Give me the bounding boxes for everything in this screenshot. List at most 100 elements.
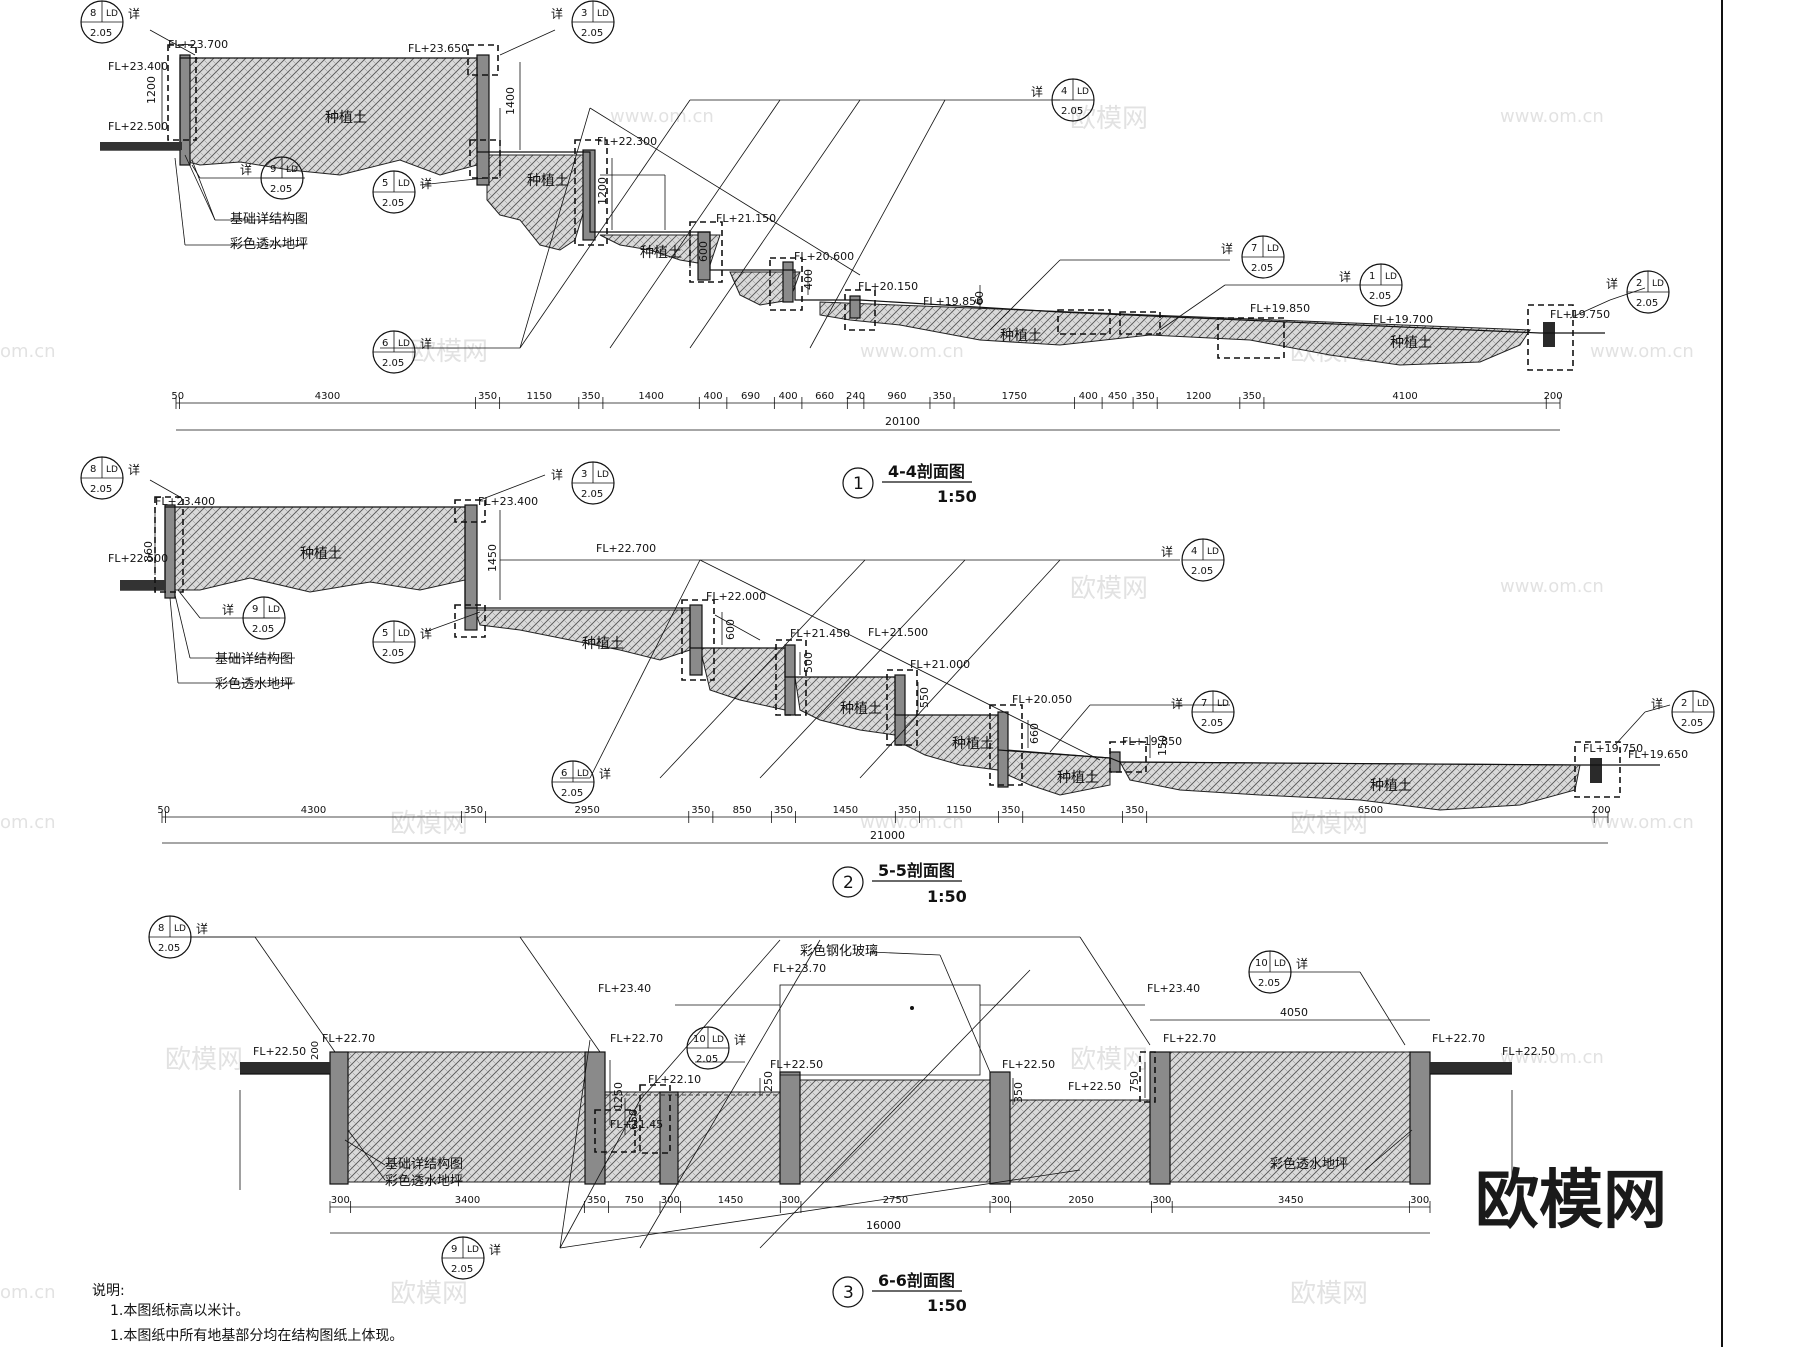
watermark-url: www.om.cn (610, 106, 714, 127)
detail-box (454, 604, 486, 638)
wall-column (1409, 1051, 1431, 1185)
dim-segment-label: 2050 (1068, 1195, 1093, 1206)
dim-vertical: 500 (802, 652, 815, 673)
dim-segment-label: 4300 (301, 805, 326, 816)
detail-box (775, 639, 807, 716)
elevation: FL+19.650 (1628, 748, 1688, 761)
detail-box (989, 704, 1023, 786)
section-number: 2 (843, 873, 854, 893)
svg-text:详: 详 (1221, 241, 1233, 256)
detail-box (639, 1084, 671, 1154)
dim-segment-label: 2950 (574, 805, 599, 816)
elevation: FL+22.70 (610, 1032, 663, 1045)
dim-vertical: 600 (697, 241, 710, 262)
dim-segment-label: 350 (581, 391, 600, 402)
svg-text:LD: LD (398, 179, 410, 189)
dim-vertical: 60 (973, 291, 986, 305)
svg-text:4: 4 (1191, 546, 1197, 557)
elevation-marks: FL+22.50 FL+22.70 FL+23.40 FL+22.70 FL+2… (253, 962, 1555, 1131)
section-scale: 1:50 (927, 1296, 967, 1315)
detail-box (1139, 1051, 1156, 1103)
dim-segment-label: 350 (464, 805, 483, 816)
watermark-url: om.cn (0, 812, 56, 833)
svg-text:8: 8 (158, 923, 164, 934)
elevation: FL+21.45 (610, 1118, 663, 1131)
detail-box (1527, 304, 1574, 371)
soil-label: 种植土 (1370, 778, 1412, 794)
elevation: FL+22.50 (1068, 1080, 1121, 1093)
paving-label: 彩色透水地坪 (215, 676, 293, 692)
svg-text:详: 详 (128, 462, 140, 477)
elevation: FL+23.650 (408, 42, 468, 55)
elevation: FL+19.850 (1250, 302, 1310, 315)
elevation: FL+19.750 (1550, 308, 1610, 321)
soil-label: 种植土 (527, 173, 569, 189)
svg-text:2.05: 2.05 (451, 1264, 473, 1275)
notes-block: 说明: 1.本图纸标高以米计。 1.本图纸中所有地基部分均在结构图纸上体现。 (92, 1283, 403, 1344)
wall-column (329, 1051, 349, 1185)
svg-text:1: 1 (1369, 271, 1375, 282)
svg-text:LD: LD (1274, 959, 1286, 969)
watermark-brand: 欧模网 (165, 1045, 243, 1075)
svg-text:2.05: 2.05 (581, 489, 603, 500)
dim-vertical: 250 (762, 1071, 775, 1092)
dim-segment-label: 350 (774, 805, 793, 816)
svg-text:详: 详 (222, 602, 234, 617)
soil-label: 种植土 (1390, 335, 1432, 351)
svg-text:详: 详 (599, 766, 611, 781)
elevation: FL+22.10 (648, 1073, 701, 1086)
detail-box (1574, 741, 1621, 798)
paving (240, 1062, 330, 1074)
wall-column (1149, 1051, 1171, 1185)
dim-segment-label: 4300 (315, 391, 340, 402)
dim-segment-label: 200 (1592, 805, 1611, 816)
section-name: 5-5剖面图 (878, 861, 955, 880)
watermark-url: www.om.cn (1500, 106, 1604, 127)
dim-segment-label: 200 (1544, 391, 1563, 402)
elevation: FL+20.050 (1012, 693, 1072, 706)
dim-segment-label: 3450 (1278, 1195, 1303, 1206)
retaining-wall (582, 149, 596, 241)
svg-text:6: 6 (561, 768, 567, 779)
glass-label: 彩色钢化玻璃 (800, 943, 878, 959)
svg-text:2.05: 2.05 (1251, 263, 1273, 274)
dim-top: 4050 (1280, 1006, 1308, 1019)
dim-segment-label: 350 (1136, 391, 1155, 402)
svg-text:LD: LD (106, 465, 118, 475)
detail-box (1119, 311, 1161, 335)
watermark-url: om.cn (0, 1282, 56, 1303)
elevation: FL+22.500 (108, 120, 168, 133)
wall-column (659, 1091, 679, 1185)
dim-total: 20100 (885, 415, 920, 428)
watermarks: 欧模网 欧模网 欧模网 欧模网 欧模网 欧模网 欧模网 欧模网 欧模网 欧模网 … (0, 104, 1694, 1309)
svg-text:LD: LD (174, 924, 186, 934)
elevation: FL+23.400 (478, 495, 538, 508)
dim-segment-label: 240 (846, 391, 865, 402)
soil-mass (699, 647, 786, 711)
svg-text:详: 详 (1161, 544, 1173, 559)
svg-text:2.05: 2.05 (1636, 298, 1658, 309)
elevation: FL+23.40 (598, 982, 651, 995)
dim-segment-label: 450 (1108, 391, 1127, 402)
notes-heading: 说明: (92, 1283, 125, 1299)
elevation: FL+21.450 (790, 627, 850, 640)
svg-text:详: 详 (1651, 696, 1663, 711)
detail-box (769, 257, 803, 311)
dim-segment-label: 350 (1001, 805, 1020, 816)
watermark-brand: 欧模网 (1070, 574, 1148, 604)
svg-text:8: 8 (90, 8, 96, 19)
svg-text:LD: LD (1267, 244, 1279, 254)
svg-text:详: 详 (734, 1032, 746, 1047)
watermark-url: www.om.cn (1590, 341, 1694, 362)
dim-vertical: 660 (1028, 723, 1041, 744)
elevation: FL+22.50 (253, 1045, 306, 1058)
soil-mass (1009, 1099, 1151, 1183)
watermark-url: www.om.cn (1500, 576, 1604, 597)
svg-text:2.05: 2.05 (561, 788, 583, 799)
svg-text:2.05: 2.05 (270, 184, 292, 195)
